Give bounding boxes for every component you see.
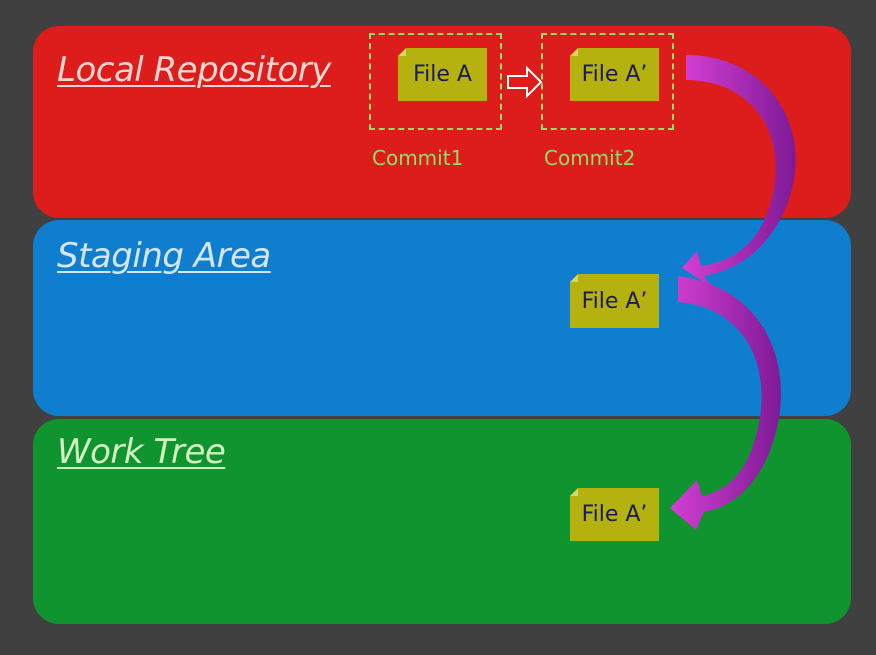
commit1-box [369, 33, 502, 130]
work-tree-area [33, 419, 851, 624]
commit-arrow-icon [507, 65, 543, 99]
commit2-file: File A’ [570, 48, 659, 101]
commit2-box [541, 33, 674, 130]
staging-area [33, 220, 851, 416]
work-tree-title: Work Tree [57, 432, 226, 472]
staging-file: File A’ [570, 274, 659, 328]
reset-to-staging-arrow-icon [682, 55, 796, 288]
local-repository-title: Local Repository [57, 50, 331, 90]
commit1-file: File A [398, 48, 487, 101]
checkout-to-work-tree-arrow-icon [670, 276, 781, 530]
work-tree-file: File A’ [570, 488, 659, 541]
staging-area-title: Staging Area [57, 236, 271, 276]
commit1-label: Commit1 [372, 146, 464, 170]
commit2-label: Commit2 [544, 146, 636, 170]
